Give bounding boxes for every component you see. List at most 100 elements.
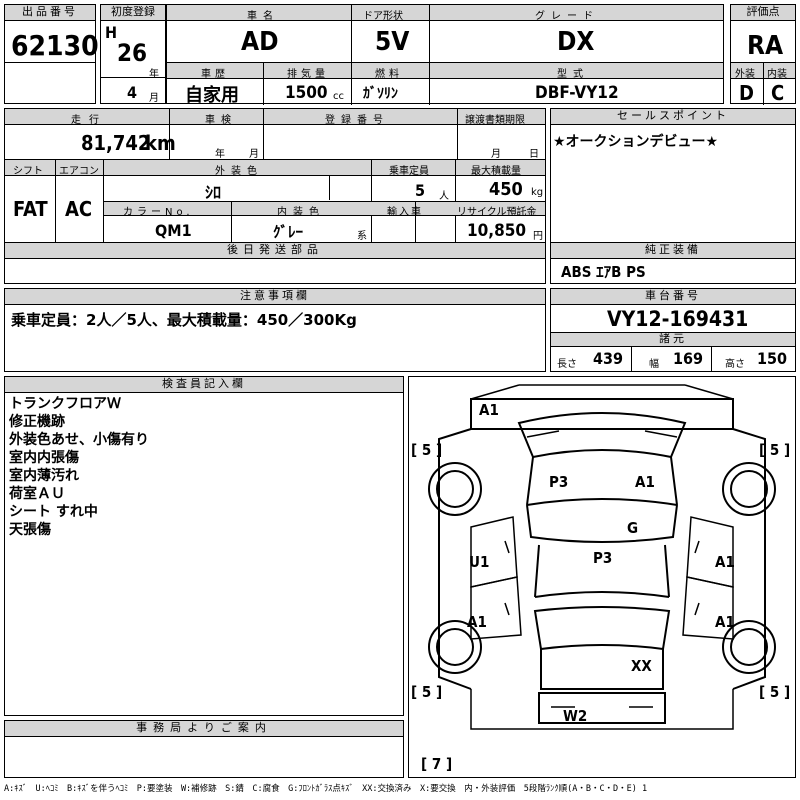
recycle-fee: 10,850 [467, 221, 527, 241]
recycle-unit: 円 [533, 231, 543, 242]
tire-spare: [ 7 ] [421, 755, 453, 773]
score-box: 評価点 RA 外装 内装 D C [730, 4, 796, 105]
era: H [105, 23, 118, 42]
inspector-box: 検査員記入欄 トランクフロアＷ 修正機跡 外装色あせ、小傷有り 室内内張傷 室内… [4, 376, 404, 716]
transfer-month-unit: 月 [491, 149, 501, 160]
specs-box: 走行 車検 登録番号 譲渡書類期限 81,742 km 年 月 月 日 シフト … [4, 108, 546, 284]
maxload: 450 [489, 179, 523, 200]
score: RA [747, 31, 784, 61]
color-label: 外装色 [215, 166, 263, 177]
import-label: 輸入車 [387, 207, 423, 218]
lot-number: 62130 [11, 29, 99, 62]
dims-label: 諸元 [551, 333, 795, 347]
mileage-unit: km [145, 131, 176, 155]
notice-label: 注意事項欄 [5, 289, 545, 305]
mark-hood-right: A1 [635, 473, 655, 491]
history-label: 車歴 [201, 69, 229, 80]
interior-label: 内装 [767, 69, 787, 80]
notice-box: 注意事項欄 乗車定員：2人／5人、最大積載量：450／300Kg [4, 288, 546, 372]
mark-left-front-door: U1 [469, 553, 490, 571]
regno-label: 登録番号 [325, 115, 389, 126]
tire-rear-right: [ 5 ] [759, 683, 791, 701]
inspector-line-7: シート すれ中 [9, 504, 98, 520]
lot-box: 出品番号 62130 [4, 4, 99, 104]
mileage-label: 走行 [71, 115, 107, 126]
transfer-day-unit: 日 [529, 149, 539, 160]
maxload-label: 最大積載量 [471, 166, 521, 177]
door-type: 5V [375, 27, 410, 57]
inspector-line-6: 荷室ＡＵ [9, 486, 65, 502]
sales-point-box: セールスポイント ★オークションデビュー★ 純正装備 ABS ｴｱB PS [550, 108, 796, 284]
inspector-line-1: トランクフロアＷ [9, 396, 121, 412]
exterior-grade: D [739, 81, 754, 105]
office-box: 事務局よりご案内 [4, 720, 404, 778]
color-number: QM1 [155, 221, 192, 240]
model-label: 型式 [557, 69, 589, 80]
grade: DX [557, 27, 595, 57]
reg-month: 4 [127, 83, 138, 102]
ac: AC [65, 197, 93, 221]
inspector-label: 検査員記入欄 [5, 377, 403, 393]
height-label: 高さ [725, 359, 745, 370]
car-name: AD [241, 27, 279, 57]
interior-color: ｸﾞﾚｰ [273, 223, 304, 241]
equipment-label: 純正装備 [551, 243, 795, 259]
inspector-line-2: 修正機跡 [9, 414, 65, 430]
mark-roof: P3 [593, 549, 613, 567]
car-damage-diagram [428, 384, 776, 730]
exterior-label: 外装 [735, 69, 755, 80]
exterior-color: ｼﾛ [205, 183, 222, 202]
width-label: 幅 [649, 359, 659, 370]
chassis-number: VY12-169431 [607, 307, 749, 331]
inspector-line-8: 天張傷 [9, 522, 51, 538]
car-name-label: 車名 [247, 11, 279, 22]
displacement: 1500 [285, 83, 328, 103]
mark-left-rear-door: A1 [467, 613, 487, 631]
mark-front-bumper: A1 [479, 401, 499, 419]
inspector-line-5: 室内薄汚れ [9, 468, 79, 484]
score-label: 評価点 [731, 5, 795, 21]
sales-point-text: ★オークションデビュー★ [553, 134, 719, 150]
tire-front-left: [ 5 ] [411, 441, 443, 459]
mark-rear-bumper: W2 [563, 707, 588, 725]
mileage: 81,742 [81, 131, 151, 155]
shift-label: シフト [13, 166, 43, 177]
later-parts-label: 後日発送部品 [5, 243, 545, 259]
width: 169 [673, 349, 704, 368]
displacement-label: 排気量 [287, 69, 329, 80]
tire-front-right: [ 5 ] [759, 441, 791, 459]
colorno-label: カラーNo. [123, 207, 194, 218]
inspector-line-4: 室内内張傷 [9, 450, 79, 466]
capacity-unit: 人 [439, 191, 449, 202]
inspection-label: 車検 [205, 115, 237, 126]
grade-label: グレード [535, 11, 599, 22]
equipment-text: ABS ｴｱB PS [561, 263, 646, 281]
inspector-line-3: 外装色あせ、小傷有り [9, 432, 149, 448]
mark-right-front-door: A1 [715, 553, 735, 571]
fuel: ｶﾞｿﾘﾝ [363, 86, 398, 102]
inspection-year-unit: 年 [215, 149, 225, 160]
tire-rear-left: [ 5 ] [411, 683, 443, 701]
chassis-label: 車台番号 [551, 289, 795, 305]
first-reg-label: 初度登録 [101, 5, 165, 21]
mark-right-rear-door: A1 [715, 613, 735, 631]
mark-rear-gate: XX [631, 657, 652, 675]
history: 自家用 [185, 85, 239, 106]
shift: FAT [13, 197, 48, 221]
fuel-label: 燃料 [375, 69, 403, 80]
length: 439 [593, 349, 624, 368]
first-registration-box: 初度登録 H 26 年 4 月 [100, 4, 166, 104]
inspection-month-unit: 月 [249, 149, 259, 160]
month-unit: 月 [149, 93, 159, 104]
reg-year: 26 [117, 39, 148, 67]
length-label: 長さ [557, 359, 577, 370]
capacity: 5 [415, 181, 426, 200]
sales-point-label: セールスポイント [551, 109, 795, 125]
transfer-label: 譲渡書類期限 [465, 115, 525, 126]
displacement-unit: cc [333, 91, 344, 102]
maxload-unit: kg [531, 187, 544, 198]
chassis-box: 車台番号 VY12-169431 諸元 長さ 439 幅 169 高さ 150 [550, 288, 796, 372]
int-color-label: 内装色 [277, 207, 325, 218]
height: 150 [757, 349, 788, 368]
office-label: 事務局よりご案内 [5, 721, 403, 737]
